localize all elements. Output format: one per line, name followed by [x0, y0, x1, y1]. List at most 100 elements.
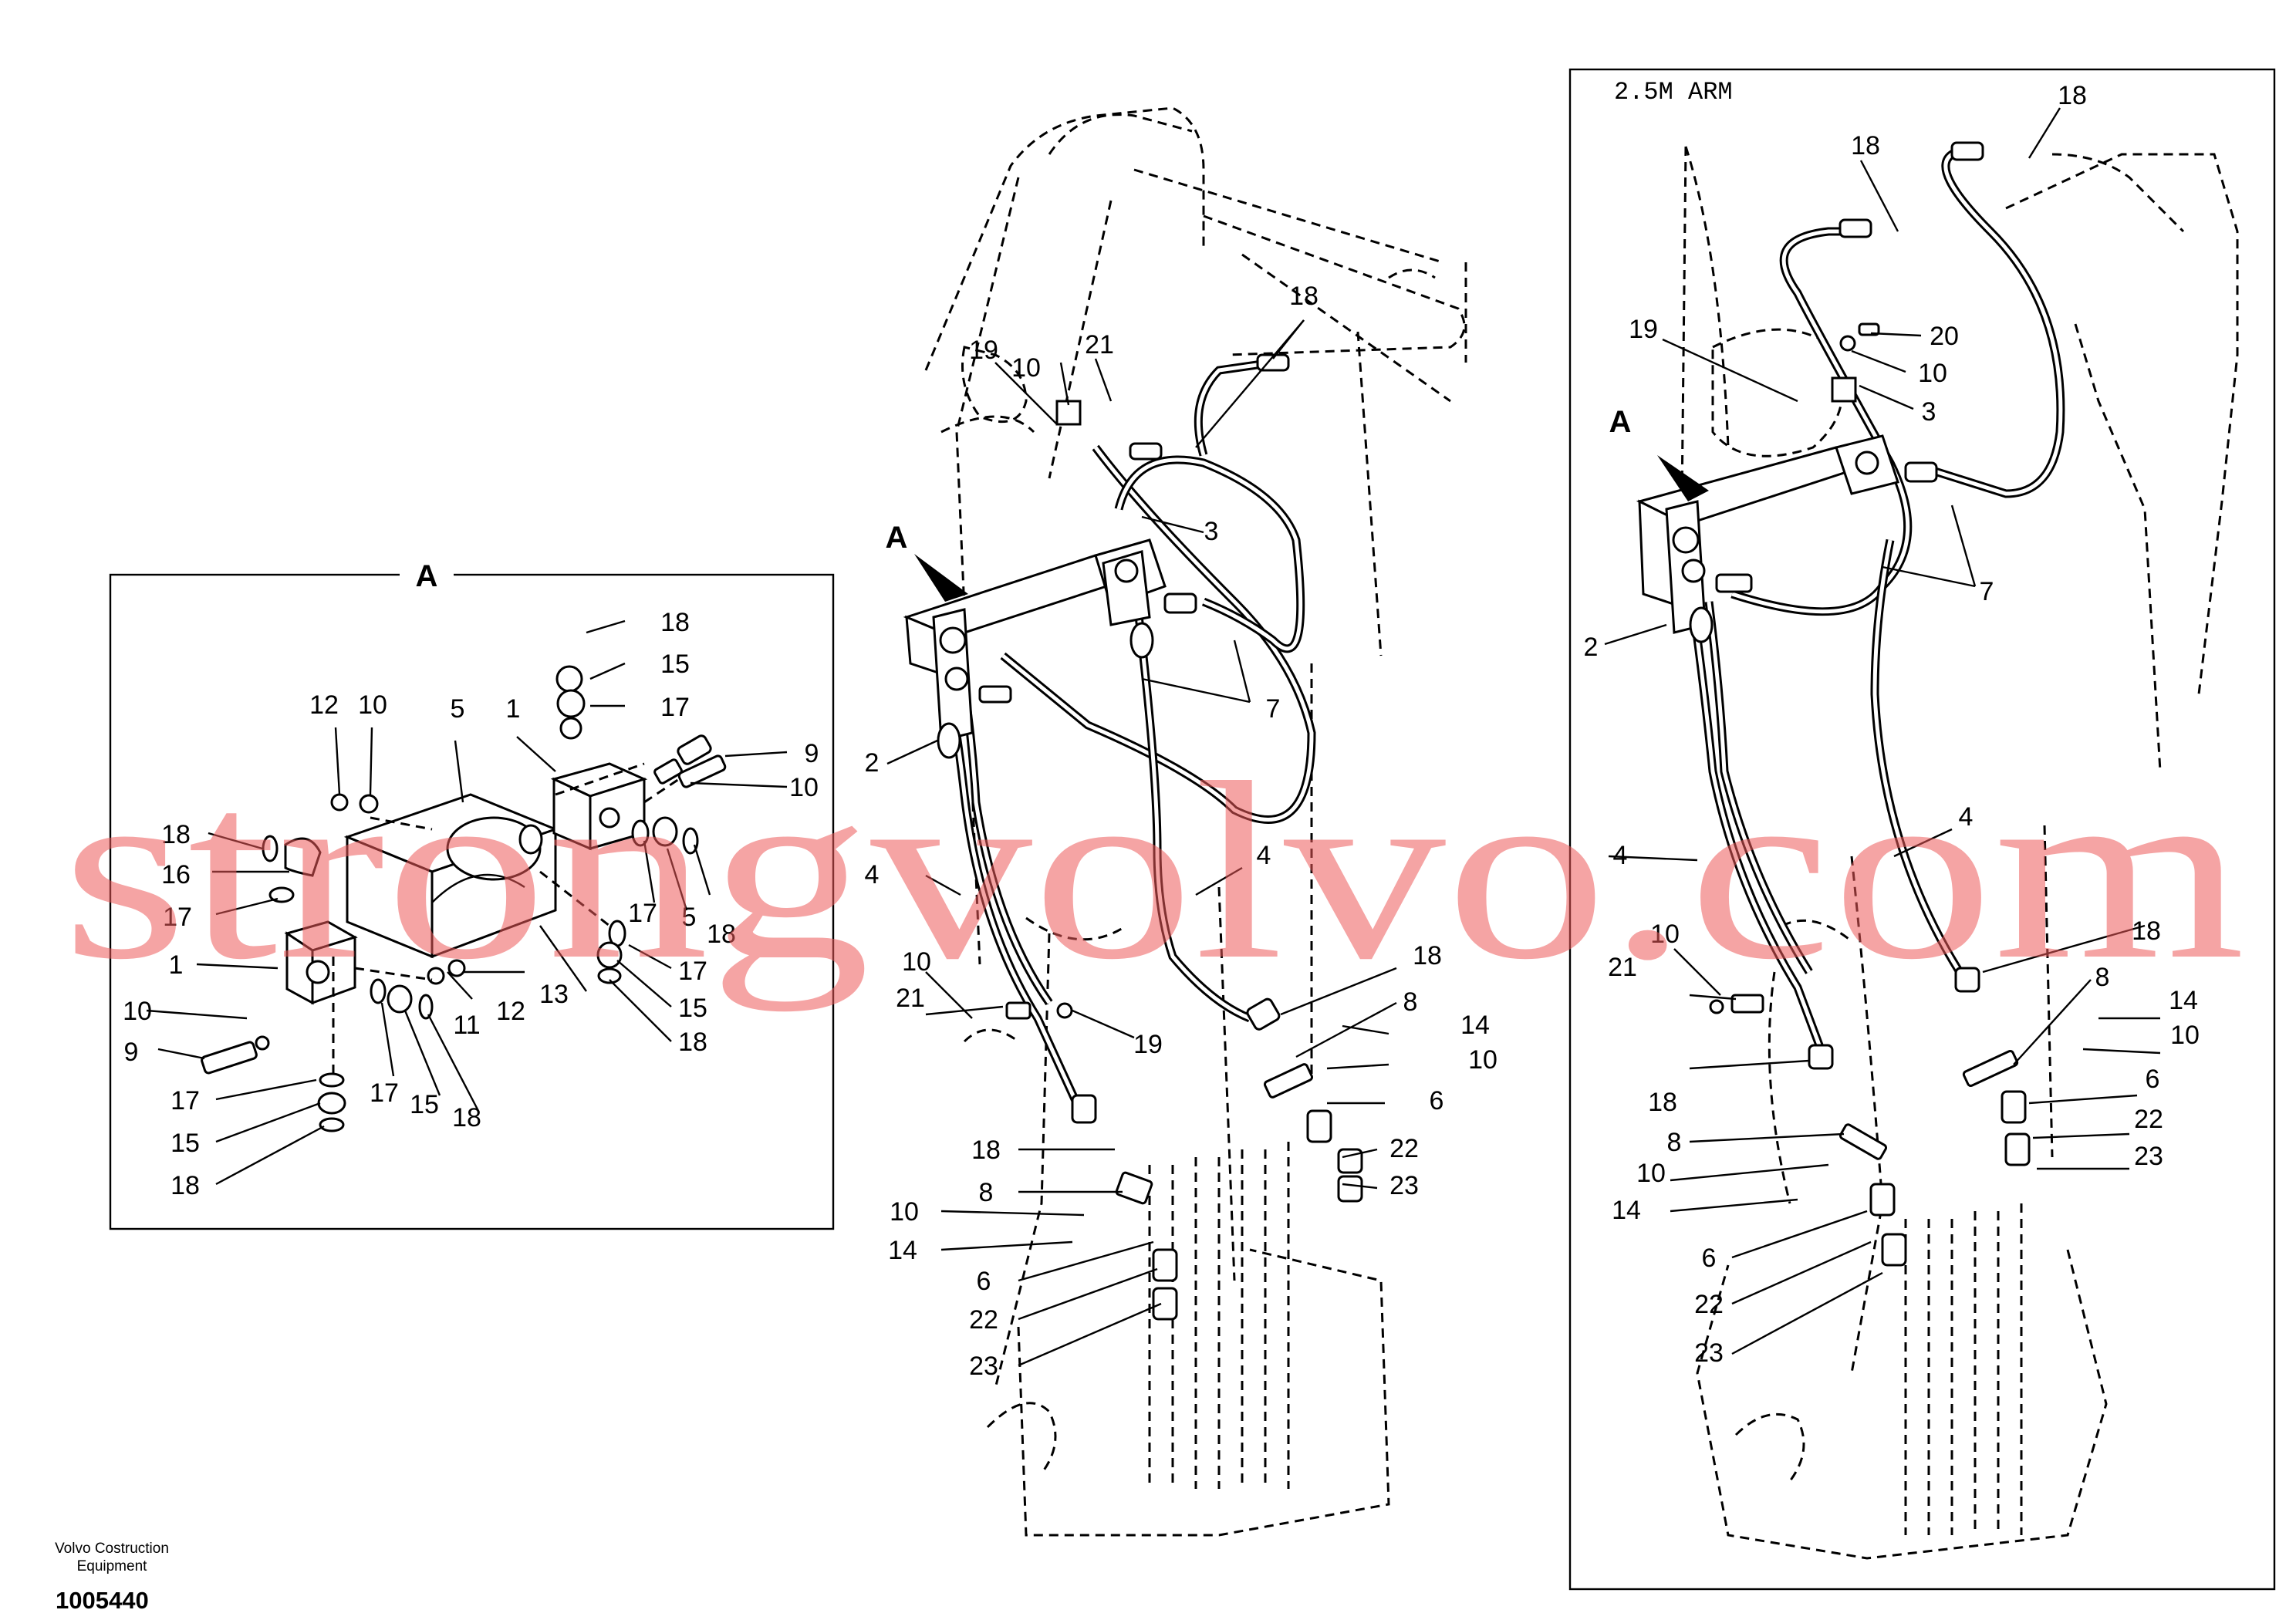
callout-label: 18: [971, 1136, 1001, 1165]
arm-view-frame: [1568, 68, 2276, 1591]
callout-label: 12: [496, 997, 525, 1026]
callout-label: 18: [2058, 81, 2087, 110]
detail-a-leaders: [146, 619, 788, 1186]
detail-a-frame: [109, 573, 835, 1230]
view-a-marker-arm: A: [1609, 405, 1632, 439]
view-a-arrow-arm: [1657, 455, 1709, 501]
callout-label: 14: [888, 1236, 917, 1265]
callout-label: 1: [169, 950, 184, 980]
watermark-text: strongvolvo.com: [62, 731, 2245, 1012]
callout-label: 18: [161, 820, 191, 849]
callout-label: 10: [2170, 1021, 2200, 1050]
callout-label: 18: [660, 608, 690, 637]
callout-label: 8: [2095, 963, 2110, 992]
company-name-line2: Equipment: [77, 1558, 148, 1574]
callout-label: 21: [896, 984, 925, 1013]
callout-label: 19: [969, 336, 998, 365]
callout-label: 18: [1648, 1088, 1677, 1117]
manifold-block: [343, 793, 559, 959]
callout-label: 19: [1133, 1030, 1163, 1059]
main-callout-labels: 18 21 10 19 3 7 2 4 4 10 21 19 18 8 14 1…: [865, 282, 1497, 1381]
callout-label: 17: [678, 957, 707, 986]
main-valve-body: [903, 353, 1363, 1321]
callout-label: 18: [2132, 916, 2161, 946]
callout-label: 18: [1851, 131, 1880, 160]
callout-label: 12: [309, 690, 339, 720]
callout-label: 1: [506, 694, 521, 724]
callout-label: 6: [977, 1267, 991, 1296]
callout-label: 15: [678, 994, 707, 1023]
callout-label: 18: [678, 1028, 707, 1057]
callout-label: 16: [161, 860, 191, 889]
callout-label: 4: [865, 860, 880, 889]
callout-label: 22: [2134, 1105, 2163, 1134]
callout-label: 4: [1613, 841, 1628, 870]
callout-label: 3: [1922, 397, 1936, 427]
callout-label: 21: [1085, 330, 1114, 359]
callout-label: 2: [1584, 633, 1599, 662]
callout-label: 19: [1629, 315, 1658, 344]
callout-label: 18: [1413, 941, 1442, 970]
arm-callout-labels: 18 18 20 19 10 3 7 2 4 4 10 21 18 8 14 1…: [1584, 81, 2200, 1368]
detail-a-fittings: [201, 665, 727, 1132]
callout-label: 10: [789, 773, 819, 802]
callout-label: 14: [1612, 1196, 1641, 1225]
callout-label: 4: [1257, 841, 1271, 870]
callout-label: 9: [805, 739, 819, 768]
callout-label: 6: [1430, 1086, 1444, 1115]
arm-view-title: 2.5M ARM: [1614, 78, 1733, 106]
callout-label: 23: [969, 1352, 998, 1381]
drawing-number: 1005440: [56, 1587, 149, 1614]
callout-label: 17: [660, 693, 690, 722]
callout-label: 17: [163, 903, 192, 932]
callout-label: 18: [1289, 282, 1319, 311]
callout-label: 17: [370, 1078, 399, 1108]
callout-label: 18: [707, 920, 736, 949]
callout-label: 11: [453, 1011, 480, 1040]
callout-label: 10: [902, 947, 931, 977]
callout-label: 9: [124, 1038, 139, 1067]
callout-label: 15: [660, 650, 690, 679]
arm-view-panel: 2.5M ARM: [1568, 68, 2276, 1591]
view-a-marker-main: A: [886, 521, 908, 555]
callout-label: 22: [969, 1305, 998, 1335]
detail-a-title-bg: [400, 557, 454, 592]
callout-label: 10: [1650, 920, 1680, 949]
callout-label: 23: [2134, 1142, 2163, 1171]
callout-label: 10: [1011, 353, 1041, 383]
callout-label: 15: [410, 1090, 439, 1119]
callout-label: 6: [1702, 1244, 1717, 1273]
callout-label: 14: [2169, 986, 2198, 1015]
callout-label: 4: [1959, 802, 1974, 832]
footer: Volvo Costruction Equipment 1005440: [55, 1541, 169, 1614]
callout-label: 5: [451, 694, 465, 724]
callout-label: 18: [171, 1171, 200, 1200]
main-leaders: [886, 319, 1397, 1367]
callout-label: 10: [123, 997, 152, 1026]
callout-label: 10: [1468, 1045, 1497, 1075]
callout-label: 10: [358, 690, 387, 720]
detail-a-callout-labels: 18 15 17 12 10 5 1 9 10 18 16 17 1 10 9 …: [123, 608, 819, 1200]
callout-label: 10: [1918, 359, 1947, 388]
detail-a-assembly-lines: [332, 762, 680, 1076]
callout-label: 8: [979, 1178, 994, 1207]
callout-label: 22: [1389, 1134, 1419, 1163]
arm-valve-body: [1636, 141, 2031, 1267]
callout-label: 13: [539, 980, 569, 1009]
callout-label: 23: [1694, 1338, 1724, 1368]
callout-label: 10: [1636, 1159, 1666, 1188]
arm-outline: [1680, 146, 2239, 1560]
callout-label: 8: [1403, 987, 1418, 1017]
callout-label: 5: [682, 903, 697, 932]
callout-label: 3: [1204, 517, 1219, 546]
callout-label: 21: [1608, 953, 1637, 982]
callout-label: 7: [1266, 694, 1281, 724]
callout-label: 14: [1460, 1011, 1490, 1040]
callout-label: 17: [171, 1086, 200, 1115]
callout-label: 23: [1389, 1171, 1419, 1200]
callout-label: 10: [890, 1197, 919, 1227]
callout-label: 18: [452, 1103, 481, 1132]
detail-a-title: A: [416, 559, 438, 593]
